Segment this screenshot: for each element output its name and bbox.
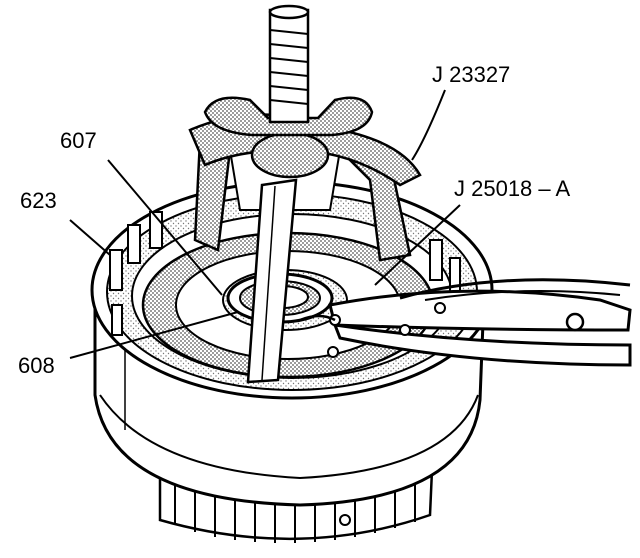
leader-608 (69, 311, 239, 359)
rim-tabs (109, 211, 461, 336)
leader-623 (69, 219, 111, 256)
snap-ring-pliers-j25018a (299, 278, 632, 367)
threaded-rod (268, 4, 310, 124)
leader-j25018a (374, 204, 461, 286)
press-tool-j23327 (188, 96, 422, 384)
label-608: 608 (18, 353, 55, 378)
leader-j23327 (411, 89, 446, 161)
label-607: 607 (60, 128, 97, 153)
label-j23327: J 23327 (432, 62, 511, 87)
leader-607 (107, 159, 223, 296)
label-623: 623 (20, 188, 57, 213)
leader-lines (69, 89, 461, 359)
label-j25018a: J 25018 – A (454, 176, 571, 201)
